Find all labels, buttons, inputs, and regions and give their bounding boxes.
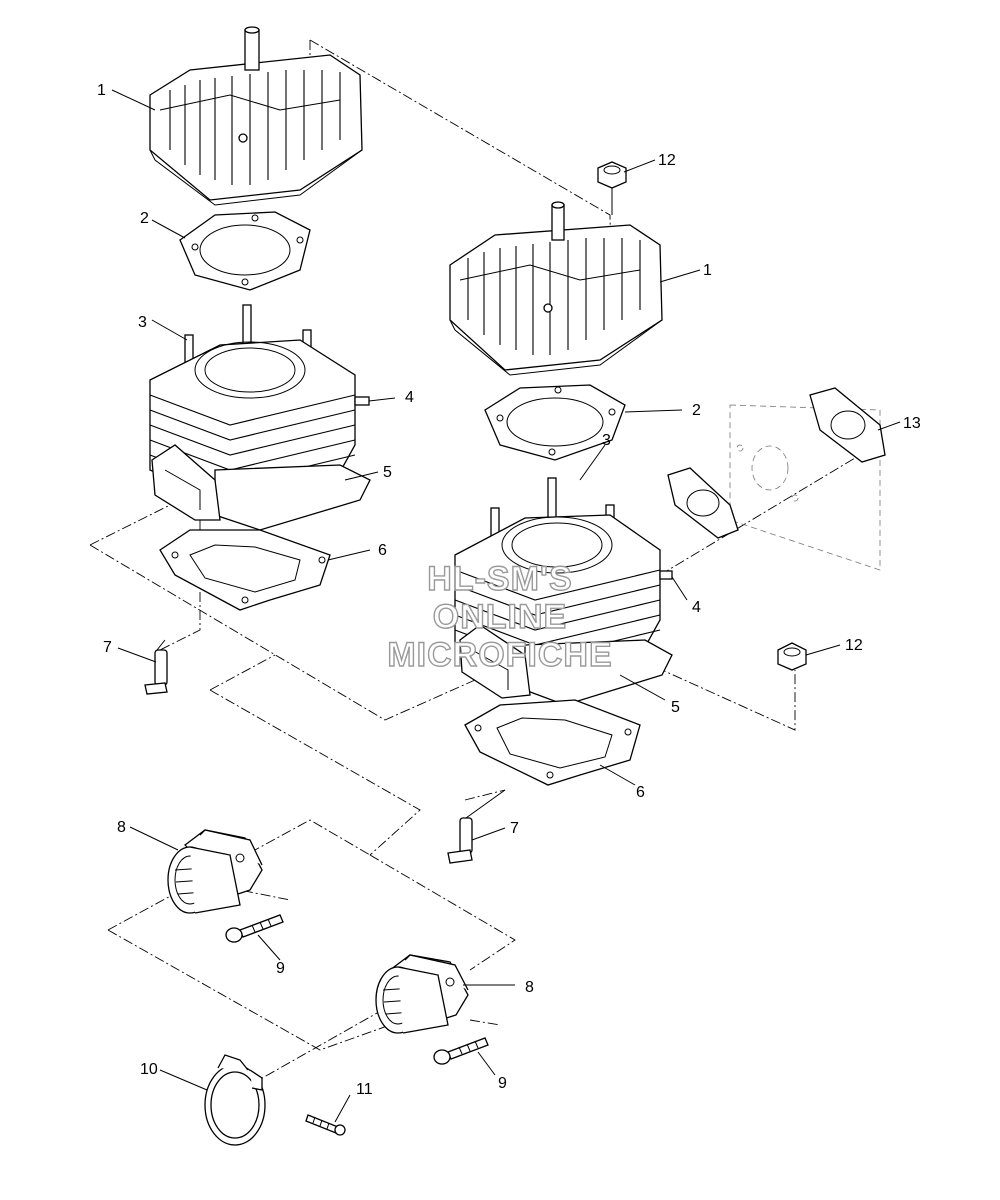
callout-7-left: 7 bbox=[103, 639, 112, 656]
bolt-upper bbox=[225, 914, 284, 943]
callout-5-left: 5 bbox=[383, 464, 392, 481]
callout-4-right: 4 bbox=[692, 599, 701, 616]
head-gasket-right bbox=[484, 384, 626, 461]
callout-8-right: 8 bbox=[525, 979, 534, 996]
assembly-lines bbox=[89, 39, 881, 1086]
watermark-line-2: ONLINE bbox=[433, 598, 567, 636]
callout-7-right: 7 bbox=[510, 820, 519, 837]
nut-right bbox=[777, 642, 807, 671]
callout-1-right: 1 bbox=[703, 262, 712, 279]
callout-8-left: 8 bbox=[117, 819, 126, 836]
nut-top bbox=[597, 161, 627, 215]
callout-2-right: 2 bbox=[692, 402, 701, 419]
exhaust-gaskets bbox=[667, 387, 886, 539]
fitting-left bbox=[144, 639, 168, 695]
callout-6-right: 6 bbox=[636, 784, 645, 801]
intake-flange-upper bbox=[167, 829, 263, 914]
callout-numbers: 1 2 3 4 5 6 7 8 9 10 11 12 1 2 3 4 5 6 7… bbox=[97, 82, 921, 1098]
callout-3-left: 3 bbox=[138, 314, 147, 331]
callout-12-right: 12 bbox=[845, 637, 863, 654]
callout-4-left: 4 bbox=[405, 389, 414, 406]
base-gasket-left bbox=[159, 529, 331, 611]
bolt-lower bbox=[433, 1037, 489, 1065]
callout-10: 10 bbox=[140, 1061, 158, 1078]
callout-1-left: 1 bbox=[97, 82, 106, 99]
callout-12-top: 12 bbox=[658, 152, 676, 169]
callout-13: 13 bbox=[903, 415, 921, 432]
hose-clamp bbox=[204, 1054, 266, 1146]
clamp-screw bbox=[305, 1114, 346, 1136]
callout-3-right: 3 bbox=[602, 432, 611, 449]
callout-11: 11 bbox=[356, 1081, 373, 1098]
intake-flange-lower bbox=[375, 954, 469, 1034]
cylinder-right bbox=[454, 514, 673, 706]
watermark-line-1: HL-SM'S bbox=[427, 560, 572, 598]
callout-leaders bbox=[111, 89, 901, 1123]
cylinder-head-left bbox=[149, 26, 363, 206]
callout-9-left: 9 bbox=[276, 960, 285, 977]
head-gasket-left bbox=[179, 211, 311, 291]
cylinder-head-right bbox=[449, 201, 663, 376]
callout-5-right: 5 bbox=[671, 699, 680, 716]
base-gasket-right bbox=[464, 699, 641, 786]
watermark-line-3: MICROFICHE bbox=[387, 636, 612, 674]
cylinder-left bbox=[149, 339, 371, 531]
callout-2-left: 2 bbox=[140, 210, 149, 227]
callout-6-left: 6 bbox=[378, 542, 387, 559]
watermark: HL-SM'S ONLINE MICROFICHE bbox=[387, 559, 613, 674]
fitting-right bbox=[447, 789, 506, 864]
callout-9-right: 9 bbox=[498, 1075, 507, 1092]
